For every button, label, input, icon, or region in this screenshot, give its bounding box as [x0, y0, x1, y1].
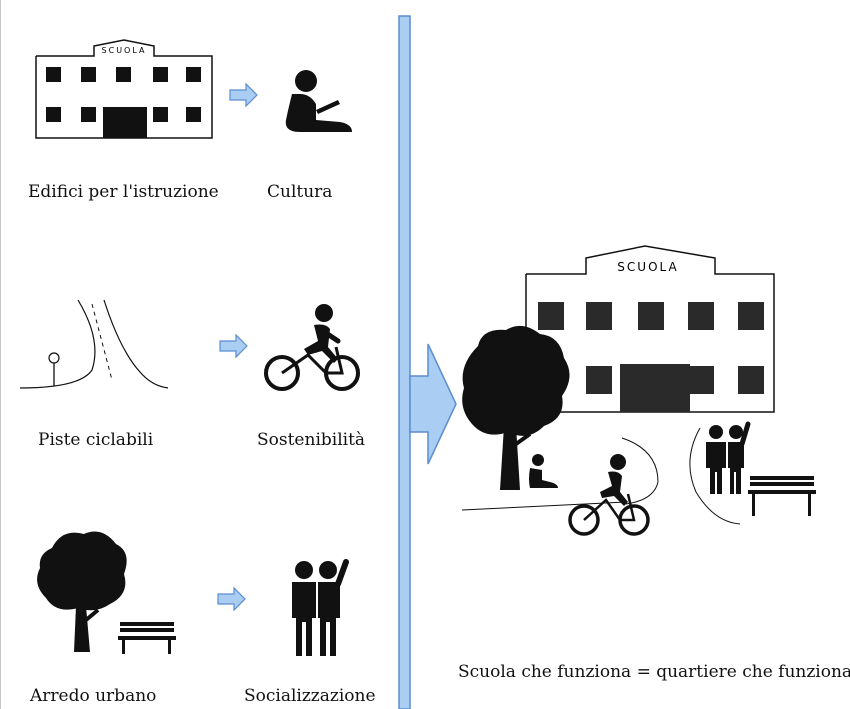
label-cultura: Cultura — [267, 182, 333, 202]
label-socializzazione: Socializzazione — [244, 686, 376, 706]
two-people-icon — [292, 559, 349, 656]
scene-school-sign: SCUOLA — [617, 260, 678, 274]
school-icon: SCUOLA — [35, 39, 213, 139]
arrow-icon — [217, 586, 246, 612]
label-edifici: Edifici per l'istruzione — [28, 182, 219, 202]
reading-person-icon — [285, 70, 352, 132]
label-piste-ciclabili: Piste ciclabili — [38, 430, 154, 450]
school-sign: SCUOLA — [102, 46, 147, 55]
separator-arrow — [398, 15, 457, 709]
left-border — [0, 0, 1, 709]
conclusion-text: Scuola che funziona = quartiere che funz… — [458, 662, 850, 682]
label-sostenibilita: Sostenibilità — [257, 430, 366, 450]
label-arredo-urbano: Arredo urbano — [30, 686, 157, 706]
neighbourhood-scene: SCUOLA — [461, 245, 816, 536]
bike-lane-icon — [19, 299, 169, 389]
arrow-icon — [229, 82, 258, 108]
cyclist-icon — [264, 304, 360, 391]
arrow-icon — [219, 333, 248, 359]
tree-bench-icon — [37, 531, 176, 654]
